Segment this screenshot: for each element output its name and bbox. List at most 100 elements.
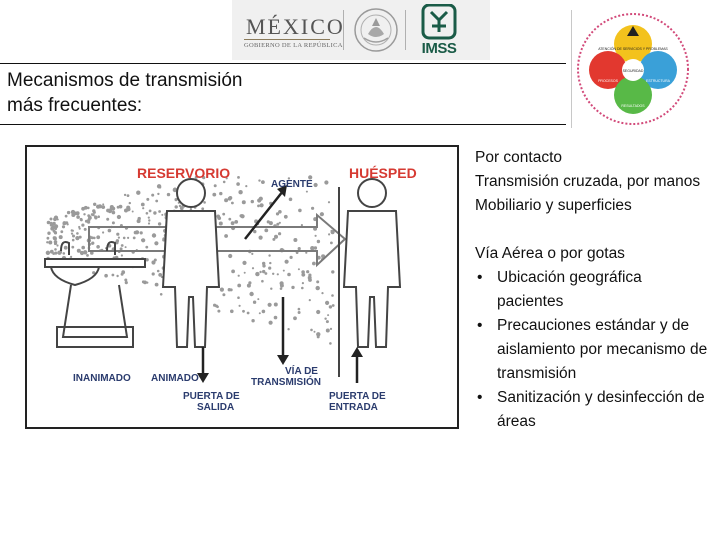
particle-dot bbox=[124, 246, 127, 249]
particle-dot bbox=[111, 210, 116, 215]
particle-dot bbox=[259, 270, 262, 274]
salida-arrow-icon bbox=[197, 373, 209, 383]
particle-dot bbox=[156, 184, 162, 189]
particle-dot bbox=[298, 208, 302, 213]
particle-dot bbox=[71, 245, 75, 249]
spacer bbox=[475, 218, 710, 242]
transmission-text: Por contacto Transmisión cruzada, por ma… bbox=[475, 146, 710, 434]
contact-item: Mobiliario y superficies bbox=[475, 197, 632, 214]
particle-dot bbox=[155, 199, 159, 203]
particle-dot bbox=[327, 201, 331, 204]
particle-dot bbox=[272, 237, 276, 241]
particle-dot bbox=[325, 328, 330, 333]
particle-dot bbox=[315, 285, 320, 291]
particle-dot bbox=[111, 273, 115, 277]
header-divider bbox=[405, 10, 406, 50]
particle-dot bbox=[297, 307, 301, 311]
label-agente: AGENTE bbox=[271, 179, 313, 190]
particle-dot bbox=[297, 247, 301, 251]
circle-logo-label-bottom: RESULTADOS bbox=[621, 104, 645, 108]
particle-dot bbox=[139, 231, 143, 235]
mexico-subtitle: GOBIERNO DE LA REPÚBLICA bbox=[244, 42, 343, 49]
particle-dot bbox=[120, 244, 124, 247]
particle-dot bbox=[288, 197, 293, 202]
bullet-icon: • bbox=[477, 317, 483, 334]
header-divider bbox=[343, 10, 344, 50]
particle-dot bbox=[222, 212, 226, 216]
particle-dot bbox=[316, 335, 320, 339]
mexico-wordmark: MÉXICO bbox=[246, 14, 345, 39]
particle-dot bbox=[301, 282, 304, 285]
particle-dot bbox=[253, 229, 257, 234]
particle-dot bbox=[289, 255, 293, 259]
particle-dot bbox=[236, 182, 240, 186]
particle-dot bbox=[61, 225, 66, 229]
particle-dot bbox=[151, 233, 157, 238]
particle-dot bbox=[321, 292, 324, 295]
particle-dot bbox=[81, 206, 85, 211]
particle-dot bbox=[140, 202, 145, 207]
particle-dot bbox=[76, 248, 81, 253]
particle-dot bbox=[328, 233, 331, 236]
particle-dot bbox=[148, 209, 152, 213]
particle-dot bbox=[62, 222, 65, 226]
particle-dot bbox=[70, 229, 73, 232]
particle-dot bbox=[116, 274, 119, 278]
particle-dot bbox=[56, 244, 59, 247]
particle-dot bbox=[141, 238, 146, 243]
particle-dot bbox=[329, 342, 332, 345]
particle-dot bbox=[120, 254, 123, 257]
label-via-line2: TRANSMISIÓN bbox=[251, 377, 321, 388]
particle-dot bbox=[54, 251, 58, 255]
circle-logo-label-right: ESTRUCTURA bbox=[646, 79, 671, 83]
particle-dot bbox=[106, 217, 110, 221]
particle-dot bbox=[212, 192, 217, 197]
particle-dot bbox=[71, 238, 75, 242]
particle-dot bbox=[81, 223, 85, 227]
particle-dot bbox=[53, 240, 58, 244]
particle-dot bbox=[224, 234, 229, 238]
particle-dot bbox=[239, 214, 243, 218]
particle-dot bbox=[249, 291, 254, 297]
slide-title-line: más frecuentes: bbox=[7, 95, 143, 116]
transmission-diagram: RESERVORIO HUÉSPED AGENTE INANIMADO ANIM… bbox=[25, 145, 459, 429]
particle-dot bbox=[78, 225, 81, 229]
particle-dot bbox=[83, 213, 86, 216]
particle-dot bbox=[189, 208, 193, 211]
particle-dot bbox=[53, 242, 57, 246]
particle-dot bbox=[325, 320, 329, 324]
particle-dot bbox=[202, 176, 206, 180]
particle-dot bbox=[324, 180, 329, 185]
mexico-government-logo: MÉXICO GOBIERNO DE LA REPÚBLICA bbox=[240, 10, 343, 54]
particle-dot bbox=[222, 293, 226, 297]
particle-dot bbox=[107, 208, 113, 214]
particle-dot bbox=[273, 302, 278, 307]
particle-dot bbox=[122, 236, 126, 240]
particle-dot bbox=[257, 298, 260, 301]
particle-dot bbox=[160, 275, 163, 279]
particle-dot bbox=[88, 216, 92, 220]
particle-dot bbox=[76, 215, 80, 219]
particle-dot bbox=[252, 300, 257, 304]
particle-dot bbox=[308, 175, 313, 180]
particle-dot bbox=[217, 309, 221, 313]
particle-dot bbox=[282, 269, 285, 272]
particle-dot bbox=[297, 311, 301, 314]
particle-dot bbox=[80, 218, 83, 222]
particle-dot bbox=[90, 251, 94, 255]
particle-dot bbox=[284, 259, 289, 264]
particle-dot bbox=[259, 203, 264, 208]
particle-dot bbox=[91, 242, 94, 245]
particle-dot bbox=[231, 269, 236, 274]
particle-dot bbox=[53, 215, 59, 220]
particle-dot bbox=[159, 293, 163, 296]
particle-dot bbox=[174, 205, 178, 209]
particle-dot bbox=[264, 228, 269, 233]
particle-dot bbox=[111, 221, 115, 225]
particle-dot bbox=[50, 226, 55, 231]
particle-dot bbox=[225, 177, 228, 180]
particle-dot bbox=[94, 215, 98, 219]
particle-dot bbox=[83, 250, 88, 255]
particle-dot bbox=[310, 246, 315, 251]
label-entrada-line1: PUERTA DE bbox=[329, 391, 386, 402]
